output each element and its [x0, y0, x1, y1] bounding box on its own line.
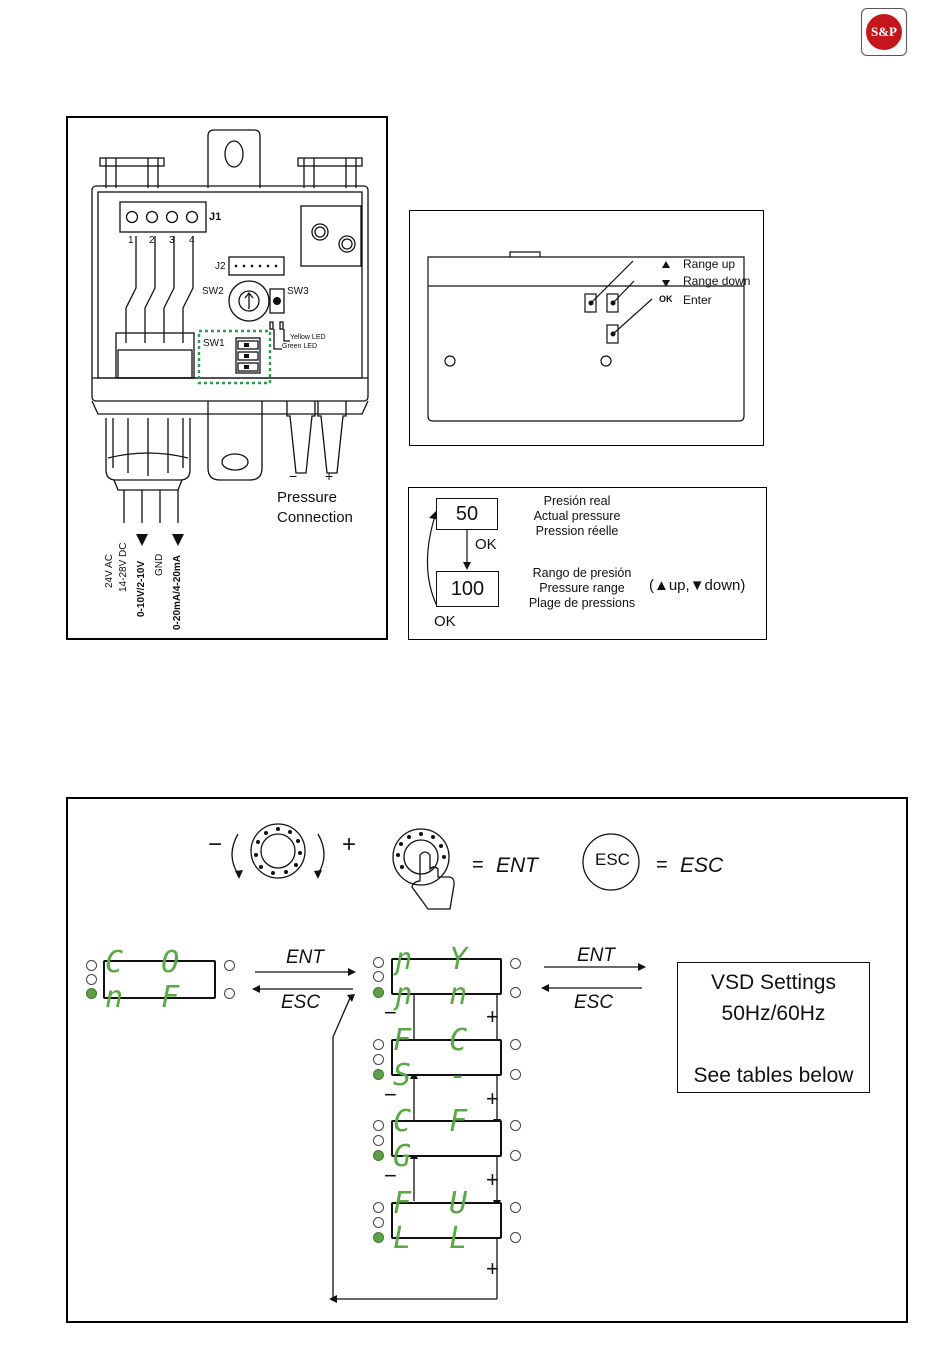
step-minus-1: − — [384, 1000, 397, 1025]
menu-navigation-diagram: − + = ENT ESC = ESC C O n F ENT ESC ɲ Y … — [66, 797, 908, 1323]
esc-equals: = — [656, 854, 668, 876]
step-plus-4: + — [486, 1256, 499, 1281]
menu-drawing — [231, 823, 646, 1303]
panel-drawing — [427, 251, 745, 422]
pressure-range-fr: Plage de pressions — [528, 596, 636, 610]
arrow-esc-label-2: ESC — [574, 992, 614, 1013]
range-down-label: Range down — [683, 274, 751, 288]
led-conf-2 — [86, 974, 97, 985]
led-cfg-2 — [373, 1135, 384, 1146]
led-full-2 — [373, 1217, 384, 1228]
arrow-ent-label-1: ENT — [286, 947, 324, 968]
button-panel-diagram: Range up Range down OK Enter — [409, 210, 764, 446]
display-fcs: F C S - — [391, 1023, 502, 1093]
j1-label: J1 — [209, 211, 222, 223]
step-minus-3: − — [384, 1163, 397, 1188]
ok-button-label: OK — [659, 294, 673, 304]
terminal-1-label: 1 — [128, 235, 134, 246]
up-down-hint: (▲up,▼down) — [649, 577, 746, 594]
ent-equals: = — [472, 854, 484, 876]
brand-logo-text: S&P — [866, 14, 902, 50]
device-diagram: J1 1 2 3 4 J2 SW2 SW3 SW1 Yellow LED Gre… — [66, 116, 388, 640]
vsd-frequency: 50Hz/60Hz — [721, 1002, 826, 1025]
led-mymn-5 — [510, 987, 521, 998]
led-full-5 — [510, 1232, 521, 1243]
device-drawing — [91, 129, 369, 546]
sw2-label: SW2 — [202, 286, 224, 297]
sw1-label: SW1 — [203, 338, 225, 349]
led-conf-5 — [224, 988, 235, 999]
display-conf: C O n F — [103, 945, 216, 1015]
vsd-spacer — [678, 1029, 869, 1060]
arrow-ent-label-2: ENT — [577, 945, 615, 966]
wire-current-output-label: 0-20mA/4-20mA — [172, 554, 183, 630]
actual-pressure-display: 50 — [436, 498, 498, 530]
wire-gnd-label: GND — [154, 553, 165, 576]
pressure-plus: + — [325, 468, 334, 484]
led-mymn-2 — [373, 971, 384, 982]
led-cfg-3 — [373, 1150, 384, 1161]
green-led-label: Green LED — [282, 343, 318, 350]
led-full-1 — [373, 1202, 384, 1213]
vsd-settings-box: VSD Settings 50Hz/60Hz See tables below — [677, 962, 870, 1093]
step-plus-2: + — [486, 1086, 499, 1111]
pressure-range-display: 100 — [436, 571, 499, 607]
led-conf-3 — [86, 988, 97, 999]
step-plus-3: + — [486, 1167, 499, 1192]
ent-label: ENT — [496, 854, 538, 877]
enter-label: Enter — [683, 293, 712, 307]
led-mymn-1 — [373, 957, 384, 968]
esc-label: ESC — [680, 854, 724, 877]
actual-pressure-en: Actual pressure — [533, 509, 621, 523]
led-full-3 — [373, 1232, 384, 1243]
ok-label-2: OK — [434, 613, 456, 630]
brand-logo: S&P — [861, 8, 907, 56]
pressure-flow-diagram: 50 OK 100 OK Presión real Actual pressur… — [408, 487, 767, 640]
display-cfg: C F G — [391, 1104, 502, 1174]
led-mymn-4 — [510, 958, 521, 969]
rotate-plus-label: + — [342, 831, 357, 858]
pressure-range-es: Rango de presión — [532, 566, 632, 580]
wire-voltage-output-label: 0-10V/2-10V — [136, 560, 147, 617]
led-fcs-4 — [510, 1039, 521, 1050]
led-fcs-3 — [373, 1069, 384, 1080]
led-conf-1 — [86, 960, 97, 971]
led-cfg-5 — [510, 1150, 521, 1161]
actual-pressure-es: Presión real — [543, 494, 611, 508]
display-mymn: ɲ Y ɲ n — [391, 942, 502, 1012]
actual-pressure-fr: Pression réelle — [535, 524, 619, 538]
wire-dc-label: 14-28V DC — [118, 542, 129, 592]
sw3-label: SW3 — [287, 286, 309, 297]
terminal-3-label: 3 — [169, 235, 175, 246]
pressure-line1: Pressure — [277, 489, 338, 506]
step-plus-1: + — [486, 1004, 499, 1029]
terminal-2-label: 2 — [149, 235, 155, 246]
pressure-range-labels: Rango de presión Pressure range Plage de… — [517, 566, 647, 611]
vsd-title: VSD Settings — [711, 971, 836, 994]
led-fcs-5 — [510, 1069, 521, 1080]
arrow-esc-label-1: ESC — [281, 992, 321, 1013]
led-fcs-2 — [373, 1054, 384, 1065]
pressure-line2: Connection — [277, 509, 353, 526]
led-full-4 — [510, 1202, 521, 1213]
led-cfg-4 — [510, 1120, 521, 1131]
wire-24vac-label: 24V AC — [104, 554, 115, 588]
range-up-label: Range up — [683, 257, 736, 271]
led-fcs-1 — [373, 1039, 384, 1050]
actual-pressure-labels: Presión real Actual pressure Pression ré… — [517, 494, 637, 539]
rotate-minus-label: − — [208, 831, 223, 858]
j2-label: J2 — [215, 261, 226, 272]
esc-button-label: ESC — [595, 850, 630, 869]
step-minus-2: − — [384, 1082, 397, 1107]
terminal-4-label: 4 — [189, 235, 195, 246]
yellow-led-label: Yellow LED — [290, 334, 326, 341]
vsd-see-tables: See tables below — [693, 1064, 854, 1087]
display-full: F U L L — [391, 1186, 502, 1256]
pressure-minus: − — [289, 468, 298, 484]
led-conf-4 — [224, 960, 235, 971]
led-cfg-1 — [373, 1120, 384, 1131]
led-mymn-3 — [373, 987, 384, 998]
ok-label-1: OK — [475, 536, 497, 553]
pressure-range-en: Pressure range — [539, 581, 625, 595]
